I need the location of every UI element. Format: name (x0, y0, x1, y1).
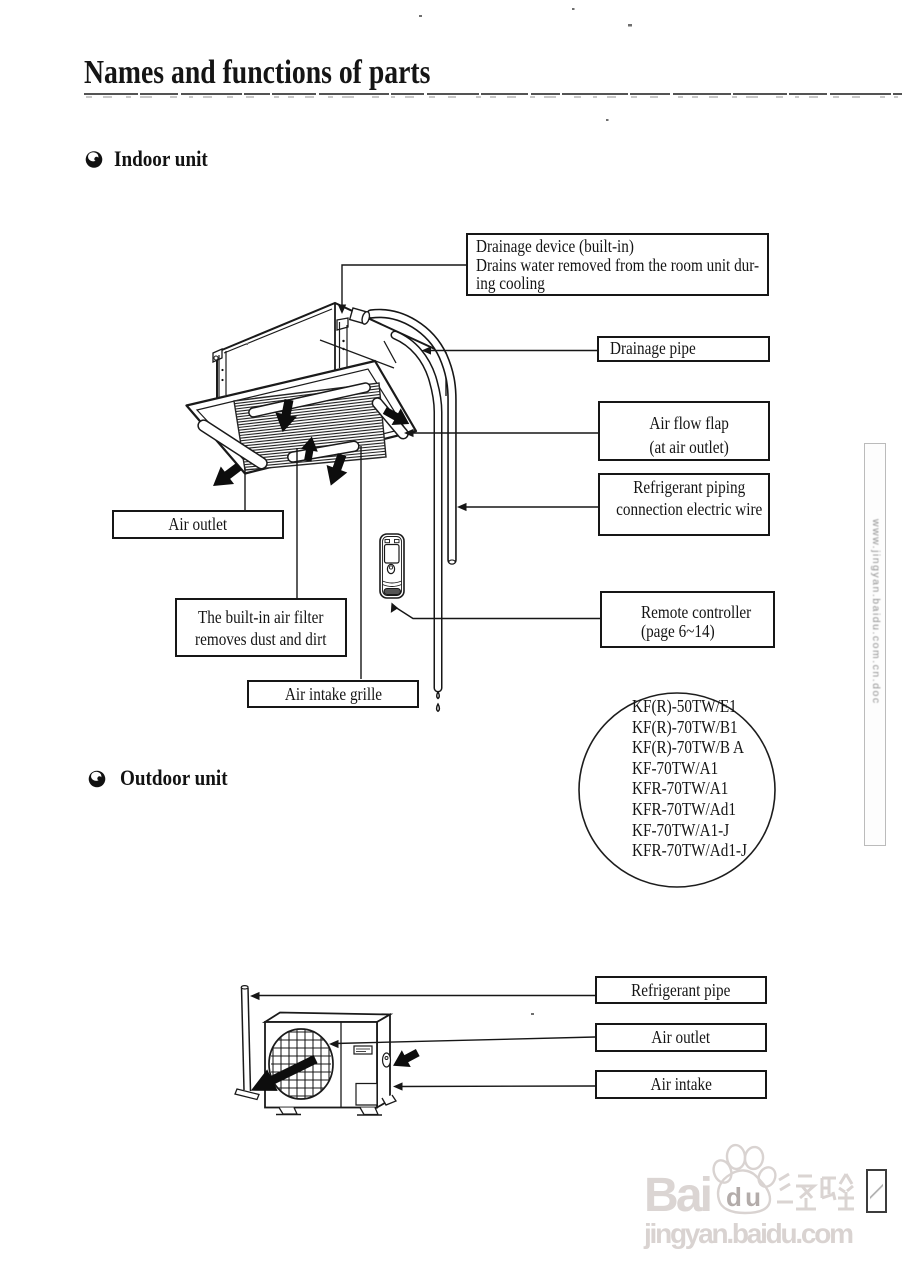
svg-text:jingyan.baidu.com: jingyan.baidu.com (643, 1218, 854, 1249)
svg-text:du: du (726, 1182, 761, 1212)
svg-text:Bai: Bai (644, 1169, 713, 1222)
